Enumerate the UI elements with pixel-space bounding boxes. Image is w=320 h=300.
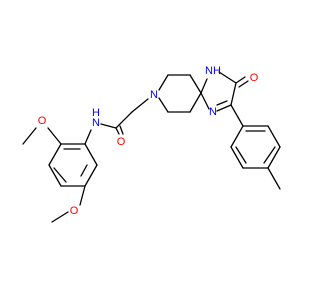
piperidine-ring — [158, 74, 202, 113]
methoxy-oxygen-top: O — [38, 115, 47, 127]
methoxy-bottom — [51, 185, 86, 223]
molecule-canvas: O O N H O N NH O N — [22, 64, 281, 223]
methoxy-oxygen-bottom: O — [70, 205, 79, 217]
structure-drawing: O O N H O N NH O N — [22, 64, 281, 223]
tolyl-ring — [230, 104, 281, 190]
methoxy-top — [22, 127, 62, 145]
imidazole-nh: NH — [205, 65, 221, 77]
imine-nitrogen: N — [209, 106, 217, 118]
amide-linker — [84, 98, 149, 145]
amide-oxygen: O — [117, 136, 126, 148]
imidazolone-ring — [200, 71, 249, 112]
amide-hydrogen: H — [92, 107, 100, 119]
amide-nitrogen: N — [92, 117, 100, 129]
ketone-oxygen: O — [250, 72, 259, 84]
piperidine-nitrogen: N — [150, 89, 158, 101]
dimethoxyphenyl-ring — [48, 143, 98, 187]
